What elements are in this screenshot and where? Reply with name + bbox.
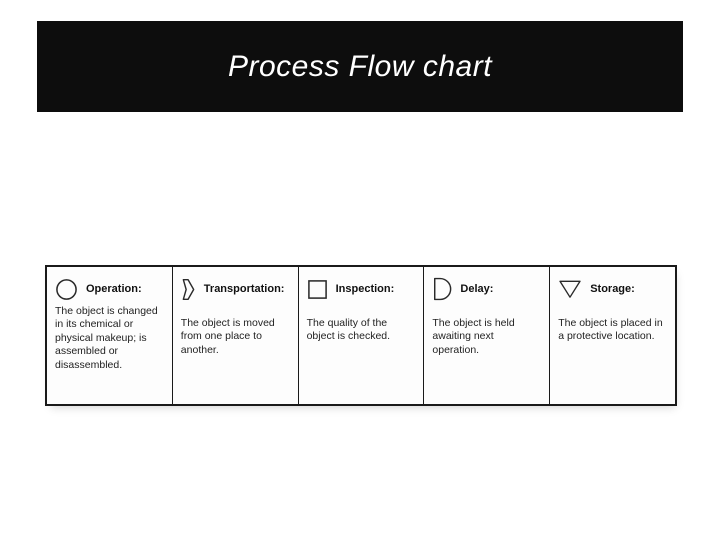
storage-label: Storage: [590, 283, 635, 295]
transportation-cell: Transportation: The object is moved from… [171, 267, 298, 404]
delay-description: The object is held awaiting next operati… [432, 317, 515, 356]
inverted-triangle-icon [559, 280, 581, 298]
storage-header: Storage: [558, 276, 668, 302]
square-icon [307, 279, 327, 299]
transportation-description: The object is moved from one place to an… [180, 317, 275, 356]
storage-cell: Storage: The object is placed in a prote… [549, 267, 675, 404]
operation-header: Operation: [55, 276, 165, 302]
operation-cell: Operation: The object is changed in its … [47, 267, 172, 404]
d-shape-icon [434, 277, 452, 301]
operation-circle-icon [56, 278, 77, 300]
title-banner: Process Flow chart [37, 21, 683, 112]
delay-cell: Delay: The object is held awaiting next … [423, 267, 549, 404]
transportation-label: Transportation: [203, 283, 285, 295]
inspection-header: Inspection: [307, 276, 417, 302]
inspection-label: Inspection: [335, 283, 395, 295]
transportation-header: Transportation: [181, 276, 291, 302]
delay-label: Delay: [460, 283, 494, 295]
page-title: Process Flow chart [227, 49, 493, 83]
process-symbol-table: Operation: The object is changed in its … [45, 265, 677, 406]
operation-description: The object is changed in its chemical or… [55, 305, 158, 371]
inspection-cell: Inspection: The quality of the object is… [297, 267, 424, 404]
delay-header: Delay: [432, 276, 542, 302]
inspection-description: The quality of the object is checked. [306, 317, 391, 343]
operation-label: Operation: [86, 283, 142, 295]
arrow-right-icon [182, 278, 195, 300]
storage-description: The object is placed in a protective loc… [558, 317, 663, 343]
